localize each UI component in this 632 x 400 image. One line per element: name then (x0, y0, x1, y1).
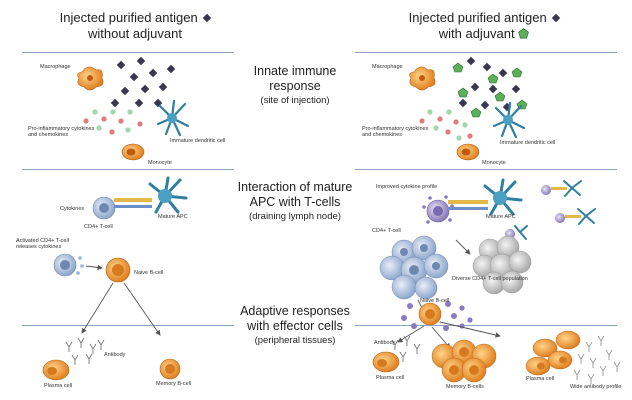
stage-innate-title2: response (269, 79, 321, 93)
left-macrophage (77, 66, 104, 91)
divider-left-low (22, 325, 234, 326)
stage-interaction-title2: APC with T-cells (249, 195, 341, 209)
left-label-memory: Memory B-cell (156, 381, 192, 387)
right-plasma-cell (372, 351, 400, 373)
right-label-memory: Memory B-cells (446, 384, 484, 390)
right-memory-b-cells (431, 339, 497, 383)
right-label-monocyte: Monocyte (482, 160, 506, 166)
stage-innate-title1: Innate immune (253, 64, 337, 78)
arrow-to-diverse (455, 239, 471, 255)
divider-left-top (22, 52, 234, 53)
right-plasma-cell-cluster (525, 330, 581, 376)
arrow-t-to-b (85, 264, 103, 271)
right-cytokine-dots (419, 109, 473, 141)
right-label-dendritic: Immature dendritic cell (500, 140, 556, 146)
header-right-line2: with adjuvant (438, 26, 515, 41)
right-b-cell-cytokines (401, 301, 473, 331)
left-activated-t-cell (53, 253, 84, 277)
left-label-naive-b: Naive B-cell (134, 270, 164, 276)
divider-right-low (355, 325, 617, 326)
left-label-antibody: Antibody (104, 352, 126, 358)
left-label-cytokines-2: and chemokines (28, 132, 69, 138)
left-tcr-connector (114, 198, 152, 208)
left-label-cytokines-1: Pro-inflammatory cytokines (28, 126, 95, 132)
left-label-activated-1: Activated CD4+ T-cell (16, 238, 69, 244)
left-label-activated-2: releases cytokines (16, 244, 62, 250)
left-memory-b-cell (159, 358, 181, 380)
left-antibodies (65, 337, 105, 365)
divider-right-mid (355, 169, 617, 170)
right-label-plasma: Plasma cell (376, 375, 405, 381)
left-label-mature-apc: Mature APC (158, 214, 188, 220)
right-t-cell-cluster (379, 235, 449, 300)
stage-interaction: Interaction of mature APC with T-cells (… (220, 180, 370, 223)
right-adjuvant-pentagons (452, 62, 528, 118)
right-tcr-connector (448, 200, 488, 210)
left-naive-b-cell (105, 257, 131, 283)
left-monocyte (121, 143, 145, 161)
right-label-wide: Wide antibody profile (570, 384, 622, 390)
right-label-improved: Improved cytokine profile (376, 184, 438, 190)
arrow-r-plasma-cluster (439, 321, 501, 338)
stage-adaptive: Adaptive responses with effector cells (… (222, 304, 368, 347)
left-plasma-cell (42, 359, 70, 381)
right-label-diverse: Diverse CD4+ T-cell population (452, 276, 528, 282)
adjuvant-pentagon-icon (518, 28, 530, 39)
right-cd4-t-cell (426, 199, 450, 223)
right-label-mature-apc: Mature APC (486, 214, 516, 220)
stage-adaptive-title2: with effector cells (247, 319, 343, 333)
right-monocyte (456, 143, 480, 161)
header-right: Injected purified antigen with adjuvant (384, 10, 584, 42)
stage-adaptive-title1: Adaptive responses (240, 304, 350, 318)
header-right-line1: Injected purified antigen (408, 10, 547, 25)
left-cytokine-dots (83, 109, 143, 135)
right-macrophage (409, 66, 436, 91)
right-label-cd4: CD4+ T-cell (372, 228, 401, 234)
right-diverse-t-cell-population (472, 235, 532, 295)
right-label-antibody: Antibody (374, 340, 396, 346)
right-naive-b-cell (418, 302, 442, 326)
divider-right-top (355, 52, 617, 53)
left-antigen-diamonds (110, 56, 176, 108)
left-label-cytokines: Cytokines (60, 206, 85, 212)
left-label-macrophage: Macrophage (40, 64, 71, 70)
right-extra-apc-pairs (505, 180, 596, 240)
left-label-plasma: Plasma cell (44, 383, 73, 389)
stage-interaction-title1: Interaction of mature (237, 180, 353, 194)
right-improved-cytokines (422, 195, 454, 224)
left-cd4-t-cell (92, 196, 116, 220)
left-immature-dendritic-cell (156, 99, 190, 137)
arrow-to-memory (123, 282, 161, 336)
divider-left-mid (22, 169, 234, 170)
stage-interaction-subtitle: (draining lymph node) (249, 211, 341, 222)
right-mature-apc (483, 178, 523, 216)
right-wide-antibodies (573, 335, 621, 384)
stage-innate: Innate immune response (site of injectio… (232, 64, 358, 107)
stage-adaptive-subtitle: (peripheral tissues) (254, 335, 336, 346)
left-mature-apc (148, 176, 188, 214)
left-label-cd4: CD4+ T-cell (84, 224, 113, 230)
right-label-naive-b: Naive B-cell (420, 298, 450, 304)
left-label-dendritic: Immature dendritic cell (170, 138, 226, 144)
header-left: Injected purified antigen without adjuva… (35, 10, 235, 42)
right-label-cytokines-2: and chemokines (362, 132, 403, 138)
arrow-to-plasma (81, 282, 114, 334)
right-label-plasma-cluster: Plasma cell (526, 376, 555, 382)
header-left-line2: without adjuvant (88, 26, 182, 41)
right-label-cytokines-1: Pro-inflammatory cytokines (362, 126, 429, 132)
right-label-macrophage: Macrophage (372, 64, 403, 70)
right-antibodies (391, 335, 421, 362)
arrow-r-plasma (397, 325, 425, 343)
right-immature-dendritic-cell (492, 101, 526, 139)
left-label-monocyte: Monocyte (148, 160, 172, 166)
stage-innate-subtitle: (site of injection) (260, 95, 330, 106)
header-left-line1: Injected purified antigen (59, 10, 198, 25)
